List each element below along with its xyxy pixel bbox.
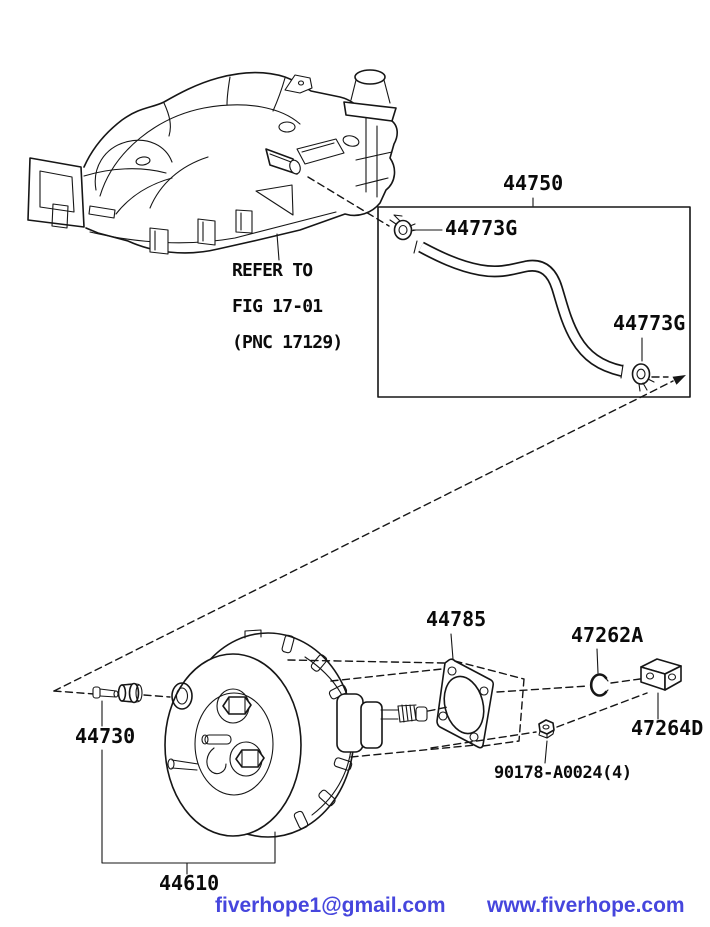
grommet-pin-drawing	[92, 682, 143, 704]
brake-booster-drawing	[164, 629, 428, 838]
refer-note-line2: FIG 17-01	[232, 296, 323, 317]
callout-bracket-lines	[101, 700, 276, 875]
part-label-44785: 44785	[426, 607, 487, 631]
hose-clamp-upper-drawing	[389, 214, 417, 241]
refer-note-leader	[276, 233, 280, 261]
part-label-47264d: 47264D	[631, 716, 704, 740]
label-44785-leader	[450, 633, 454, 660]
hose-detail-box	[377, 206, 691, 398]
hose-clamp-lower-drawing	[631, 363, 655, 392]
part-label-44773g-upper: 44773G	[445, 216, 518, 240]
label-90178-leader	[544, 740, 548, 764]
label-47262a-leader	[596, 648, 599, 674]
clip-drawing	[589, 673, 609, 697]
refer-note-line1: REFER TO	[232, 260, 313, 281]
part-label-44750: 44750	[503, 171, 564, 195]
part-label-47262a: 47262A	[571, 623, 644, 647]
intake-manifold-drawing	[27, 69, 398, 255]
vacuum-hose-drawing	[413, 240, 624, 379]
refer-note: REFER TO FIG 17-01 (PNC 17129)	[232, 260, 343, 353]
pushrod-threads	[397, 704, 417, 723]
footer-website-link[interactable]: www.fiverhope.com	[487, 894, 685, 917]
bracket-47264d-drawing	[640, 658, 682, 691]
connection-dashed-lines	[53, 176, 686, 698]
part-label-44773g-lower: 44773G	[613, 311, 686, 335]
footer-email-link[interactable]: fiverhope1@gmail.com	[215, 894, 446, 917]
part-label-44610: 44610	[159, 871, 220, 895]
assembly-dashed-lines	[287, 659, 648, 758]
refer-note-line3: (PNC 17129)	[232, 332, 343, 353]
part-label-44730: 44730	[75, 724, 136, 748]
gasket-drawing	[436, 658, 525, 749]
nut-drawing	[538, 719, 555, 739]
part-label-90178: 90178-A0024(4)	[494, 763, 632, 783]
